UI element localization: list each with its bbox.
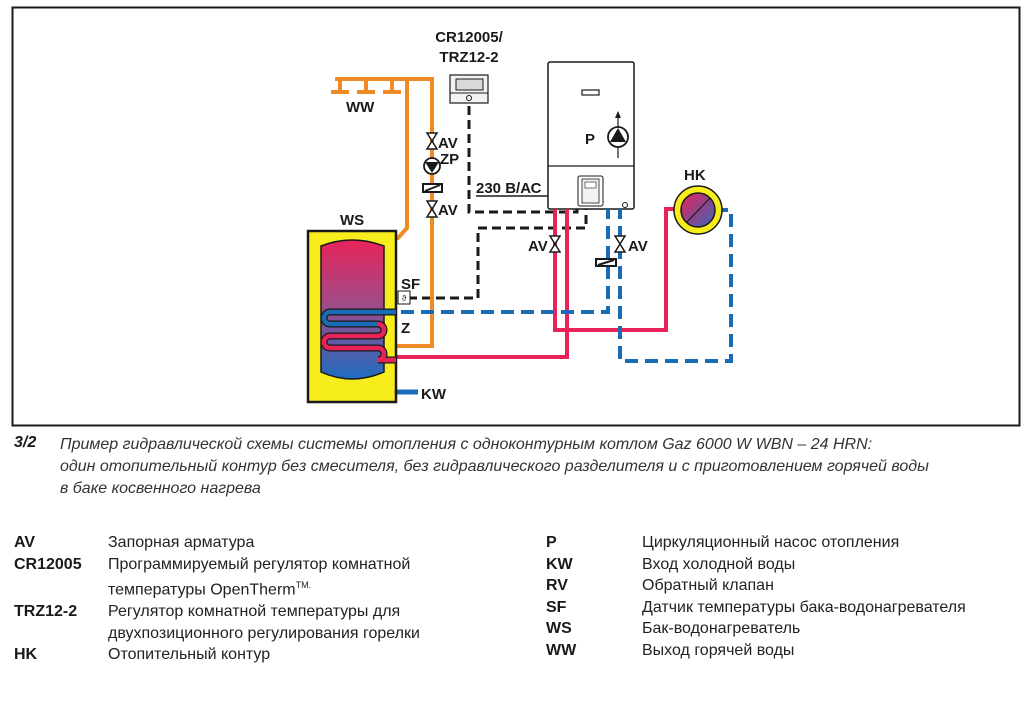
- legend-description: Регулятор комнатной температуры для: [108, 603, 401, 621]
- legend-description: Отопительный контур: [108, 646, 271, 664]
- label-av-return: AV: [628, 238, 648, 255]
- legend-description: Бак-водонагреватель: [642, 620, 801, 638]
- legend-item: SF Датчик температуры бака-водонагревате…: [546, 597, 966, 619]
- legend-description: Запорная арматура: [108, 534, 255, 551]
- legend-item: KW Вход холодной воды: [546, 554, 966, 576]
- diagram-frame: [11, 6, 1021, 427]
- label-zp: ZP: [440, 151, 459, 168]
- dhw-circulation-pump-icon: [423, 157, 441, 175]
- legend-code: AV: [14, 534, 36, 551]
- caption-line: один отопительный контур без смесителя, …: [60, 458, 929, 475]
- legend-code: CR12005: [14, 555, 82, 573]
- legend-code: WW: [546, 641, 577, 659]
- legend-code: HK: [14, 646, 38, 664]
- caption-line: Пример гидравлической схемы системы отоп…: [60, 436, 873, 453]
- label-ws: WS: [340, 212, 364, 229]
- circulation-pump-icon: [607, 111, 629, 158]
- legend-item: P Циркуляционный насос отопления: [546, 532, 966, 554]
- hydraulic-diagram: ϑ: [11, 6, 1021, 427]
- label-controller-2: TRZ12-2: [439, 49, 498, 66]
- legend-description-text: температуры OpenTherm: [108, 581, 296, 599]
- label-power: 230 В/АС: [476, 180, 542, 197]
- legend-code: SF: [546, 598, 567, 616]
- legend-code: TRZ12-2: [14, 603, 78, 621]
- heating-circuit-icon: [673, 185, 723, 235]
- figure-number: 3/2: [14, 434, 37, 451]
- legend-code: RV: [546, 577, 568, 595]
- legend-description: Циркуляционный насос отопления: [642, 534, 900, 551]
- caption-line: в баке косвенного нагрева: [60, 480, 261, 497]
- legend-code: P: [546, 534, 557, 551]
- legend-description: температуры OpenThermTM.: [108, 575, 420, 601]
- legend-code: WS: [546, 620, 572, 638]
- legend-left: AV Запорная арматура CR12005 Программиру…: [14, 532, 420, 666]
- label-av-lower: AV: [438, 202, 458, 219]
- label-p: P: [585, 131, 595, 148]
- shutoff-valve-icon: [425, 132, 627, 253]
- label-controller: CR12005/: [435, 29, 503, 46]
- boiler-control-panel-icon: [577, 175, 604, 207]
- heating-supply-pipes: [390, 206, 684, 359]
- svg-text:ϑ: ϑ: [402, 294, 407, 303]
- legend-description: Датчик температуры бака-водонагревателя: [642, 598, 966, 616]
- legend-description: Выход горячей воды: [642, 641, 795, 659]
- control-wiring: [408, 106, 588, 300]
- legend-description: Обратный клапан: [642, 577, 774, 595]
- legend-item: TRZ12-2 Регулятор комнатной температуры …: [14, 601, 420, 644]
- legend-item: WS Бак-водонагреватель: [546, 618, 966, 640]
- check-valve-icon: [422, 183, 617, 267]
- legend-item: WW Выход горячей воды: [546, 640, 966, 662]
- legend-item: RV Обратный клапан: [546, 575, 966, 597]
- legend-description: Вход холодной воды: [642, 555, 796, 573]
- label-av-supply: AV: [528, 238, 548, 255]
- label-hk: HK: [684, 167, 706, 184]
- trademark-mark: TM.: [295, 580, 312, 591]
- label-ww: WW: [346, 99, 375, 116]
- hot-water-tank: [306, 229, 398, 404]
- label-sf: SF: [401, 276, 420, 293]
- legend-code: KW: [546, 555, 573, 573]
- label-kw: KW: [421, 386, 447, 403]
- boiler-outlets: [553, 209, 622, 215]
- boiler-unit: [547, 61, 635, 210]
- caption-text: Пример гидравлической схемы системы отоп…: [60, 434, 1020, 500]
- room-controller-icon: [449, 74, 489, 104]
- legend-description: двухпозиционного регулирования горелки: [108, 624, 420, 642]
- legend-item: HK Отопительный контур: [14, 644, 420, 666]
- label-av-top: AV: [438, 135, 458, 152]
- legend-right: P Циркуляционный насос отопления KW Вход…: [546, 532, 966, 662]
- tank-temperature-sensor: ϑ: [397, 290, 411, 305]
- label-z: Z: [401, 320, 410, 337]
- legend-item: AV Запорная арматура: [14, 532, 420, 554]
- legend-description: Программируемый регулятор комнатной: [108, 555, 411, 573]
- legend-item: CR12005 Программируемый регулятор комнат…: [14, 554, 420, 602]
- heating-return-pipes: [388, 206, 733, 363]
